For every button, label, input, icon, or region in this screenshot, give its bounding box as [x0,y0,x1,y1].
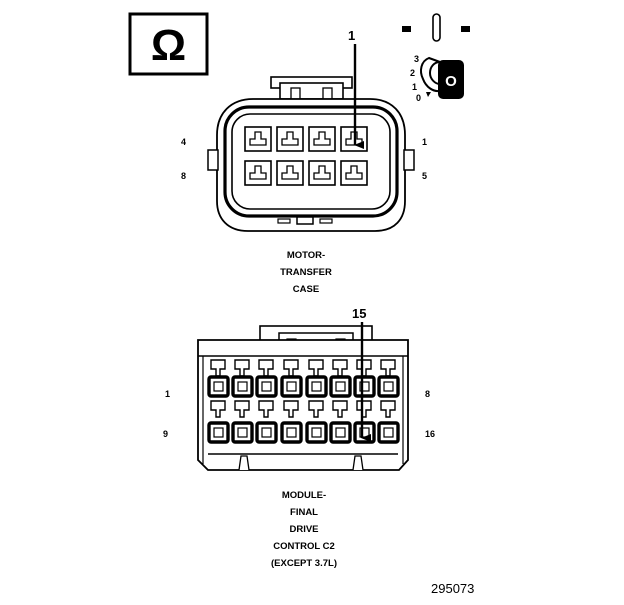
top-cavity [308,160,336,186]
bottom-connector-caption: MODULE- FINAL DRIVE CONTROL C2 (EXCEPT 3… [271,490,337,569]
bottom-cavity [280,359,303,398]
top-cavity [244,160,272,186]
ignition-switch-icon [402,13,470,42]
bottom-cavity [231,359,254,398]
bottom-cavity [329,359,352,398]
top-pin-label-4: 4 [181,137,186,147]
bottom-pin-label-1: 1 [165,389,170,399]
top-pin-label-5: 5 [422,171,427,181]
bottom-cavity [280,400,303,444]
bottom-cavity [207,400,230,444]
bottom-cavity [207,359,230,398]
top-connector-caption: MOTOR- TRANSFER CASE [280,250,332,295]
figure-number: 295073 [431,581,474,596]
bottom-caption-line-1: MODULE- [282,490,326,501]
bottom-cavity [353,359,376,398]
top-cavity [276,160,304,186]
top-cavity [308,126,336,152]
key-position-1: 1 [412,82,417,92]
bottom-cavity [377,359,400,398]
bottom-cavity [255,400,278,444]
bottom-connector-cavities [207,359,400,444]
top-pin-label-1: 1 [422,137,427,147]
bottom-pin-label-16: 16 [425,429,435,439]
ohm-symbol: Ω [151,21,186,70]
top-callout-number: 1 [348,28,355,43]
bottom-cavity [305,400,328,444]
bottom-cavity [377,400,400,444]
bottom-cavity [255,359,278,398]
top-cavity [244,126,272,152]
top-cavity [340,160,368,186]
bottom-caption-line-5: (EXCEPT 3.7L) [271,558,337,569]
bottom-pin-label-8: 8 [425,389,430,399]
bottom-caption-line-2: FINAL [290,507,318,518]
bottom-caption-line-3: DRIVE [289,524,318,535]
top-caption-line-1: MOTOR- [287,250,325,261]
bottom-cavity [353,400,376,444]
key-position-0: 0 [416,93,421,103]
top-pin-label-8: 8 [181,171,186,181]
key-letter: O [445,73,457,90]
final-drive-control-connector [197,325,409,471]
bottom-cavity [329,400,352,444]
key-position-2: 2 [410,68,415,78]
bottom-cavity [231,400,254,444]
bottom-pin-label-9: 9 [163,429,168,439]
top-caption-line-2: TRANSFER [280,267,332,278]
motor-transfer-case-connector [207,76,415,232]
top-caption-line-3: CASE [293,284,319,295]
key-position-3: 3 [414,54,419,64]
ohm-meter-icon: Ω [128,12,209,76]
bottom-cavity [305,359,328,398]
bottom-caption-line-4: CONTROL C2 [273,541,335,552]
bottom-callout-number: 15 [352,306,366,321]
top-cavity [276,126,304,152]
key-position-icon: O 3 2 1 0 [410,54,464,103]
